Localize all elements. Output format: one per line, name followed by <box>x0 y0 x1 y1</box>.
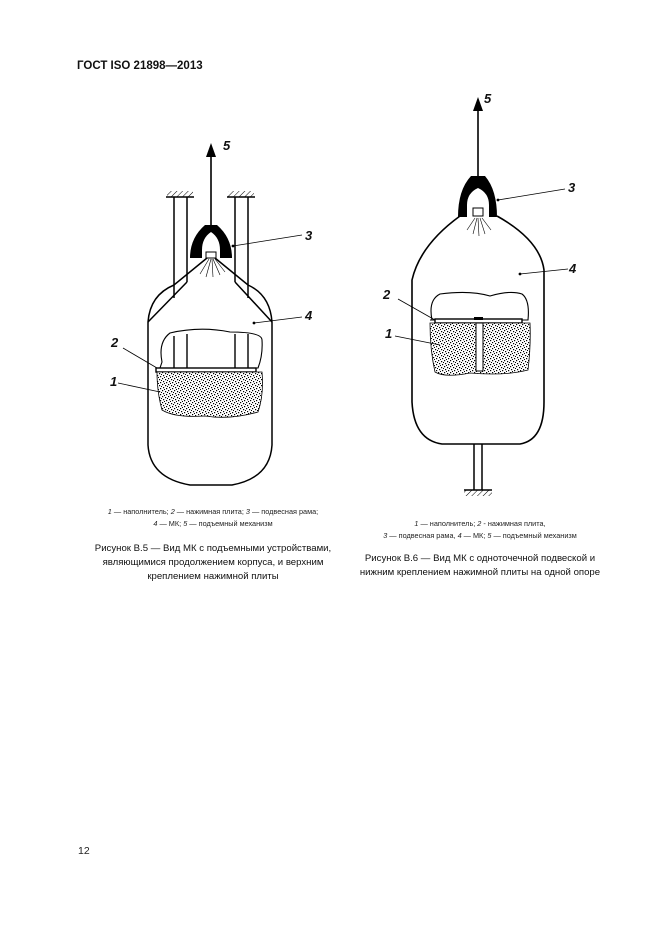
callout-5: 5 <box>484 91 492 106</box>
figure-b6-caption: Рисунок В.6 — Вид МК с одноточечной подв… <box>359 553 601 578</box>
figure-b5-caption: Рисунок В.5 — Вид МК с подъемными устрой… <box>94 543 332 582</box>
ceiling-support-right-icon <box>227 191 255 198</box>
callout-1: 1 <box>385 326 393 341</box>
callout-2: 2 <box>383 287 391 302</box>
callout-4: 4 <box>305 308 313 323</box>
callout-5: 5 <box>223 138 231 153</box>
figure-b5-drawing <box>117 143 303 486</box>
figure-b6-legend: 1 — наполнитель; 2 - нажимная плита, 3 —… <box>383 519 577 540</box>
callout-2: 2 <box>111 335 119 350</box>
document-header: ГОСТ ISO 21898—2013 <box>77 60 203 72</box>
callout-3: 3 <box>568 180 576 195</box>
floor-support-icon <box>464 490 492 496</box>
ceiling-support-left-icon <box>166 191 194 198</box>
page-number: 12 <box>78 845 90 857</box>
figure-b5-legend: 1 — наполнитель; 2 — нажимная плита; 3 —… <box>107 507 319 528</box>
figure-b6-drawing <box>394 97 569 496</box>
callout-4: 4 <box>569 261 577 276</box>
callout-1: 1 <box>110 374 118 389</box>
callout-3: 3 <box>305 228 313 243</box>
